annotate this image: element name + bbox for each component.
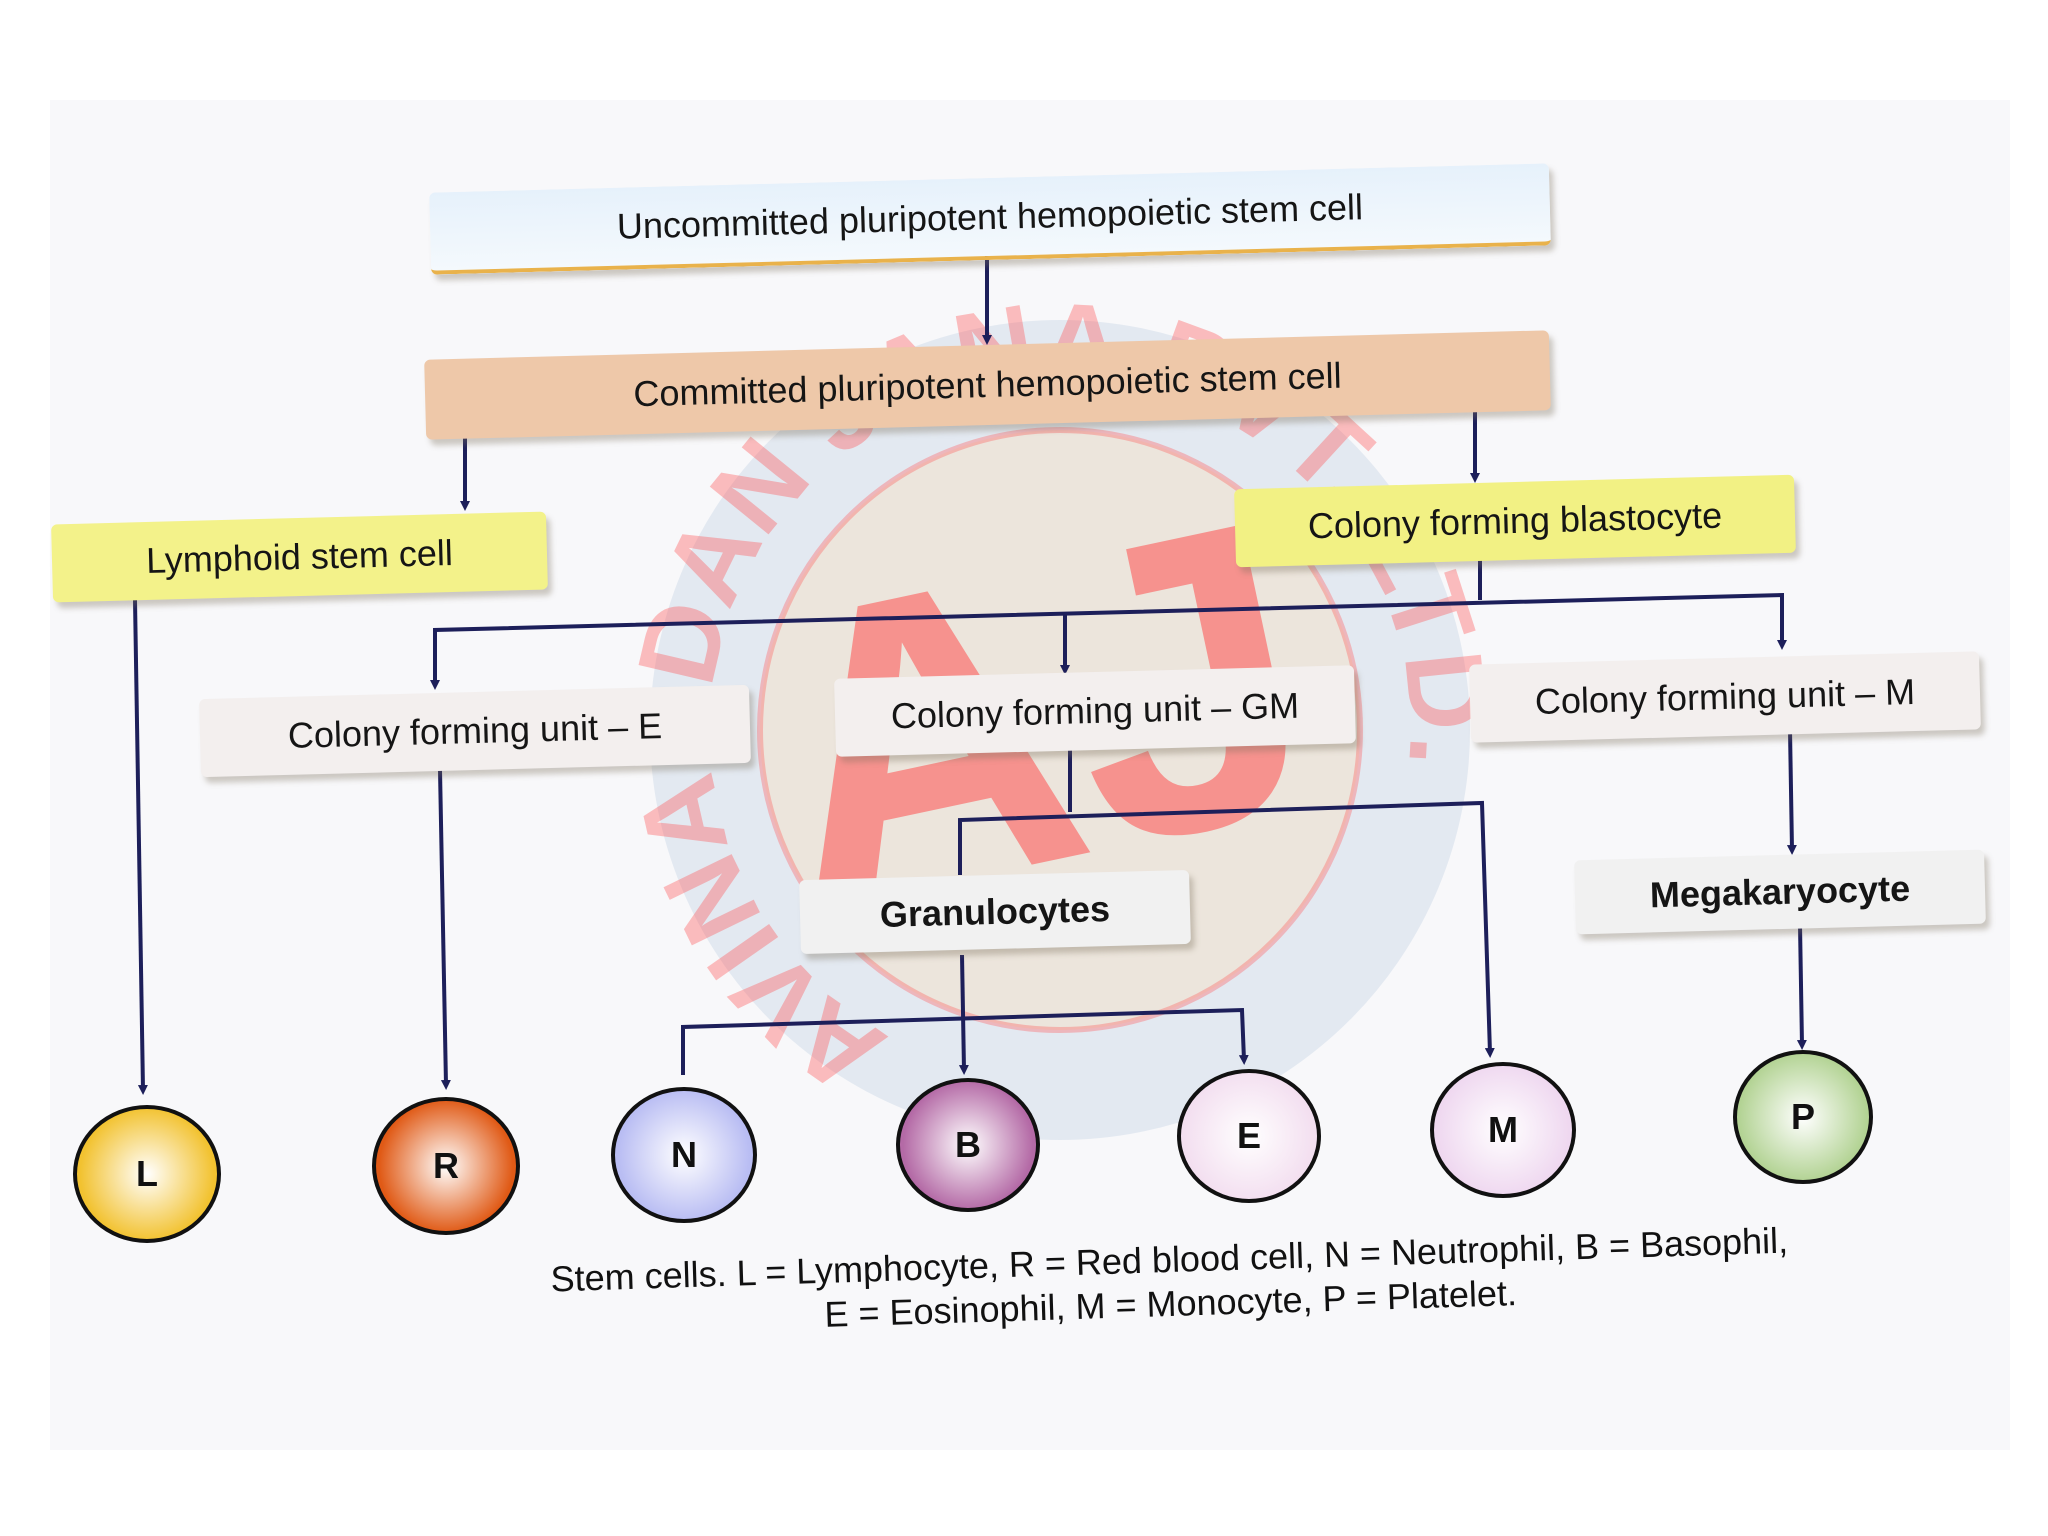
uncommitted-stem-cell-label: Uncommitted pluripotent hemopoietic stem… (616, 186, 1364, 247)
cfu-e-box: Colony forming unit – E (199, 684, 751, 778)
cell-red-blood-cell: R (372, 1097, 520, 1235)
megakaryocyte-label: Megakaryocyte (1649, 867, 1911, 916)
lymphoid-stem-cell-box: Lymphoid stem cell (51, 511, 548, 603)
committed-stem-cell-label: Committed pluripotent hemopoietic stem c… (632, 354, 1343, 415)
cell-monocyte-letter: M (1488, 1109, 1518, 1150)
cell-platelet-letter: P (1790, 1096, 1815, 1137)
cell-basophil: B (896, 1078, 1040, 1212)
colony-forming-blastocyte-box: Colony forming blastocyte (1234, 474, 1796, 568)
diagram-page (50, 100, 2010, 1450)
cfu-m-label: Colony forming unit – M (1534, 671, 1916, 722)
cell-platelet: P (1733, 1050, 1873, 1184)
lymphoid-stem-cell-label: Lymphoid stem cell (145, 531, 454, 582)
granulocytes-label: Granulocytes (879, 887, 1111, 936)
cell-monocyte: M (1430, 1062, 1576, 1198)
cfu-m-box: Colony forming unit – M (1469, 651, 1981, 743)
megakaryocyte-box: Megakaryocyte (1574, 849, 1986, 935)
cell-eosinophil: E (1177, 1069, 1321, 1203)
cfu-gm-label: Colony forming unit – GM (890, 684, 1300, 737)
cell-neutrophil-letter: N (671, 1134, 697, 1175)
cfu-e-label: Colony forming unit – E (287, 705, 663, 756)
granulocytes-box: Granulocytes (799, 869, 1191, 955)
colony-forming-blastocyte-label: Colony forming blastocyte (1307, 494, 1723, 547)
cell-lymphocyte-letter: L (136, 1153, 158, 1194)
cell-neutrophil: N (611, 1087, 757, 1223)
cell-basophil-letter: B (955, 1124, 981, 1165)
cell-lymphocyte: L (73, 1105, 221, 1243)
cell-red-blood-cell-letter: R (433, 1145, 459, 1186)
cfu-gm-box: Colony forming unit – GM (834, 665, 1356, 757)
cell-eosinophil-letter: E (1236, 1115, 1261, 1156)
